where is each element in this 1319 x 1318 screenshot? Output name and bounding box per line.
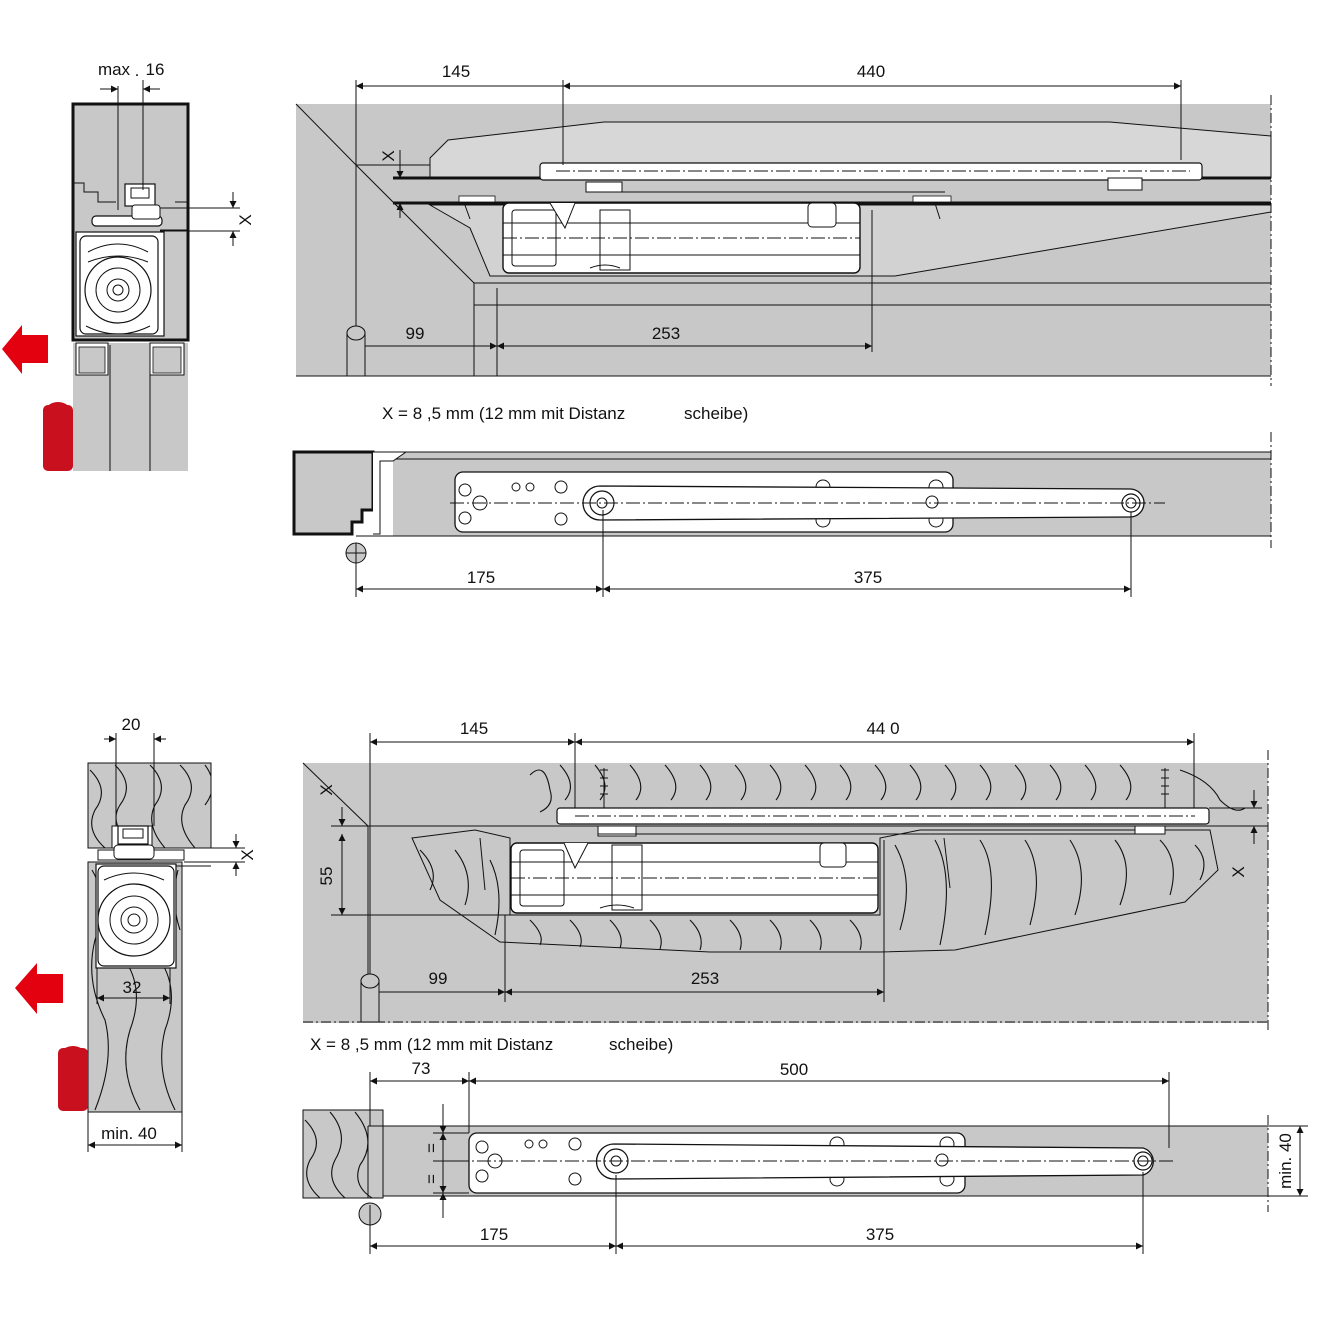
- dim-73: 73: [412, 1059, 431, 1078]
- dim-max: max: [98, 60, 131, 79]
- dim-x-side-top: X: [236, 214, 255, 225]
- side-section-timber: X 20 32 min. 40: [15, 715, 257, 1152]
- hinge-pin-plan: [345, 542, 367, 564]
- dim-32: 32: [123, 978, 142, 997]
- dim-99-top: 99: [406, 324, 425, 343]
- dim-175-bottom: 175: [480, 1225, 508, 1244]
- plan-view-metal: 175 375: [292, 432, 1272, 597]
- svg-text:.: .: [135, 61, 140, 80]
- closer-body: [502, 202, 861, 274]
- hinge-pin: [346, 325, 366, 377]
- dim-99-bottom: 99: [429, 969, 448, 988]
- hinge-pin-timber: [360, 973, 380, 1023]
- dim-min40-plan: min. 40: [1276, 1133, 1295, 1189]
- equal-bottom: =: [422, 1174, 441, 1184]
- dim-375-top: 375: [854, 568, 882, 587]
- note-bottom-main: X = 8 ,5 mm (12 mm mit Distanz: [310, 1035, 553, 1054]
- dim-440-top: 440: [857, 62, 885, 81]
- dim-16: 16: [146, 60, 165, 79]
- dim-x-front-top: X: [379, 150, 398, 161]
- dim-253-bottom: 253: [691, 969, 719, 988]
- front-elevation-timber: 145 44 0 X 55 X 99 253: [302, 719, 1269, 1030]
- timber-frame-plan: [303, 1110, 383, 1198]
- timber-leaf-grain-area: [411, 829, 1219, 953]
- timber-head-grain-area: [530, 763, 1245, 800]
- dim-253-top: 253: [652, 324, 680, 343]
- opening-direction-arrow-timber: [15, 963, 63, 1014]
- dim-x-front-right: X: [1229, 866, 1248, 877]
- note-top-main: X = 8 ,5 mm (12 mm mit Distanz: [382, 404, 625, 423]
- dim-440-bottom: 44 0: [866, 719, 899, 738]
- dim-min40-side: min. 40: [101, 1124, 157, 1143]
- closer-body-timber: [510, 842, 879, 914]
- opening-direction-arrow: [2, 325, 48, 374]
- slide-rail: [539, 162, 1203, 193]
- closer-body-end-view: [79, 235, 159, 335]
- dim-x-side-bottom: X: [238, 849, 257, 860]
- dim-175-top: 175: [467, 568, 495, 587]
- note-top-tail: scheibe): [684, 404, 748, 423]
- dim-500: 500: [780, 1060, 808, 1079]
- equal-top: =: [422, 1143, 441, 1153]
- dim-55: 55: [317, 867, 336, 886]
- dim-145-bottom: 145: [460, 719, 488, 738]
- front-elevation-metal: 145 440 X 99 253: [295, 62, 1272, 386]
- dim-20: 20: [122, 715, 141, 734]
- dim-375-bottom: 375: [866, 1225, 894, 1244]
- dim-x-front-left: X: [317, 784, 336, 795]
- arm-plan-timber: [595, 1143, 1154, 1180]
- slide-rail-timber: [556, 807, 1210, 837]
- side-section-metal: X max 16 .: [2, 60, 255, 471]
- dim-145-top: 145: [442, 62, 470, 81]
- closer-body-end-view-timber: [97, 865, 175, 967]
- frame-profile-plan: [292, 450, 375, 536]
- plan-view-timber: 73 500 = = min. 40 175 375: [302, 1059, 1308, 1254]
- note-bottom-tail: scheibe): [609, 1035, 673, 1054]
